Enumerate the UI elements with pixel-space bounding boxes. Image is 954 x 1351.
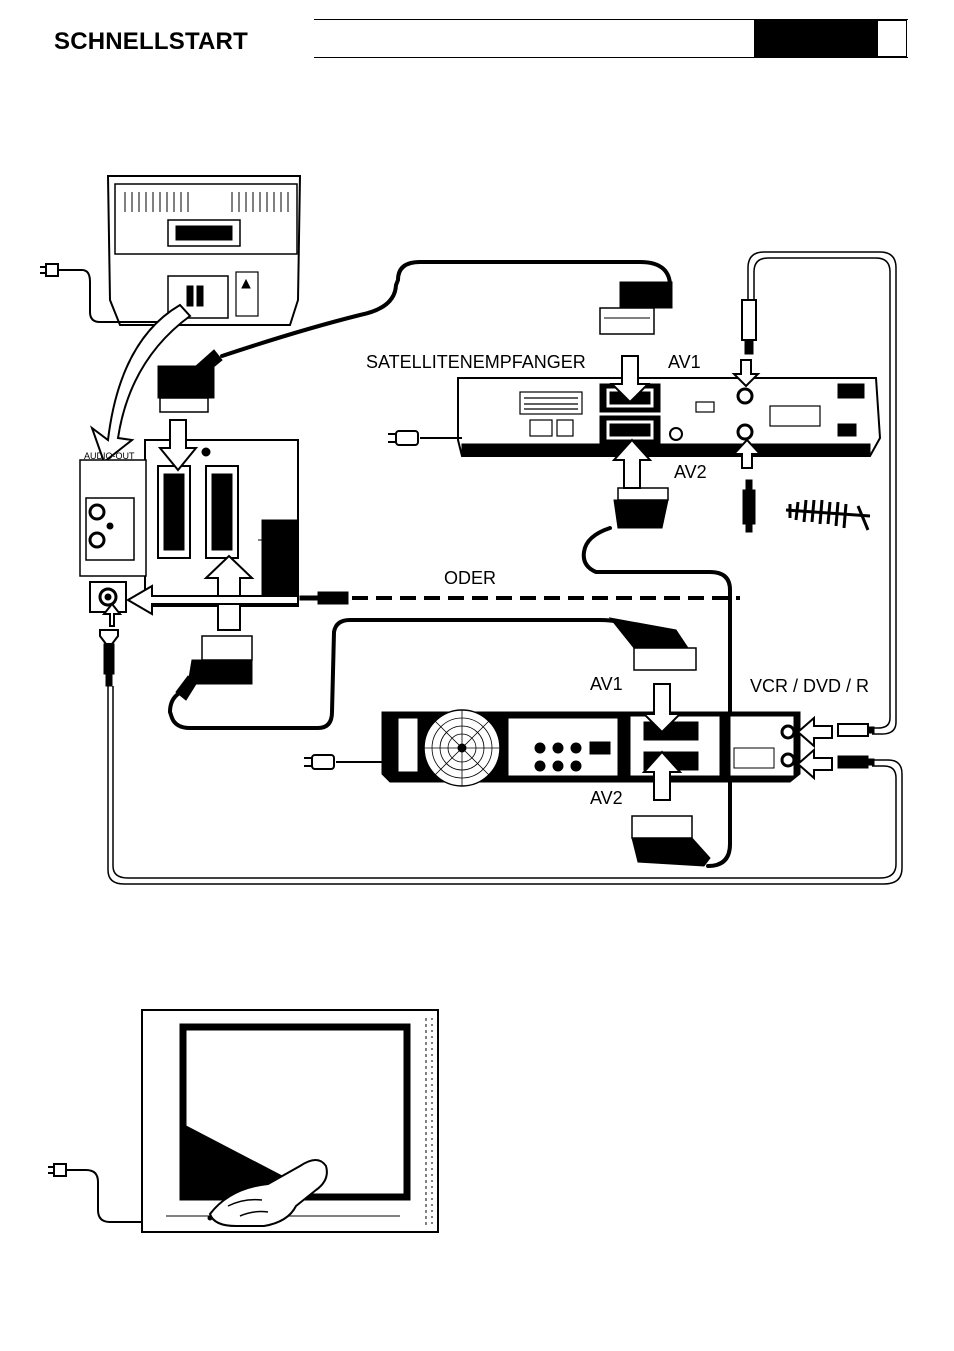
- tv-scart-plug-top: [158, 350, 222, 412]
- recorder-illustration: [382, 710, 800, 786]
- satellite-av2-label: AV2: [674, 462, 707, 483]
- satellite-power-cord: [388, 431, 462, 445]
- satellite-receiver-label: SATELLITENEMPFANGER: [366, 352, 586, 373]
- recorder-scart-plug-top: [610, 618, 696, 670]
- satellite-av1-label: AV1: [668, 352, 701, 373]
- recorder-power-cord: [304, 755, 390, 769]
- recorder-av1-label: AV1: [590, 674, 623, 695]
- satellite-lnb-plug: [742, 300, 756, 354]
- tv-antenna-plug: [100, 630, 118, 686]
- tv-front-illustration: [142, 1010, 438, 1232]
- recorder-scart-plug-bottom: [632, 816, 710, 866]
- tv-back-illustration: [108, 176, 300, 325]
- recorder-label: VCR / DVD / R: [750, 676, 869, 697]
- satellite-scart-plug-bottom: [614, 488, 668, 528]
- recorder-rf-plugs: [838, 724, 874, 768]
- tv-front-power-cord: [48, 1164, 142, 1222]
- antenna-plug: [743, 480, 755, 532]
- tv-connector-panel: [80, 440, 298, 612]
- tv-scart-plug-bottom: [176, 636, 252, 700]
- tv-rf-plug: [300, 592, 348, 604]
- satellite-scart-plug-top: [600, 282, 672, 334]
- audio-out-label: AUDIO-OUT: [84, 451, 135, 461]
- recorder-av2-label: AV2: [590, 788, 623, 809]
- antenna-icon: [786, 500, 870, 530]
- oder-label: ODER: [444, 568, 496, 589]
- satellite-receiver-illustration: [458, 378, 880, 456]
